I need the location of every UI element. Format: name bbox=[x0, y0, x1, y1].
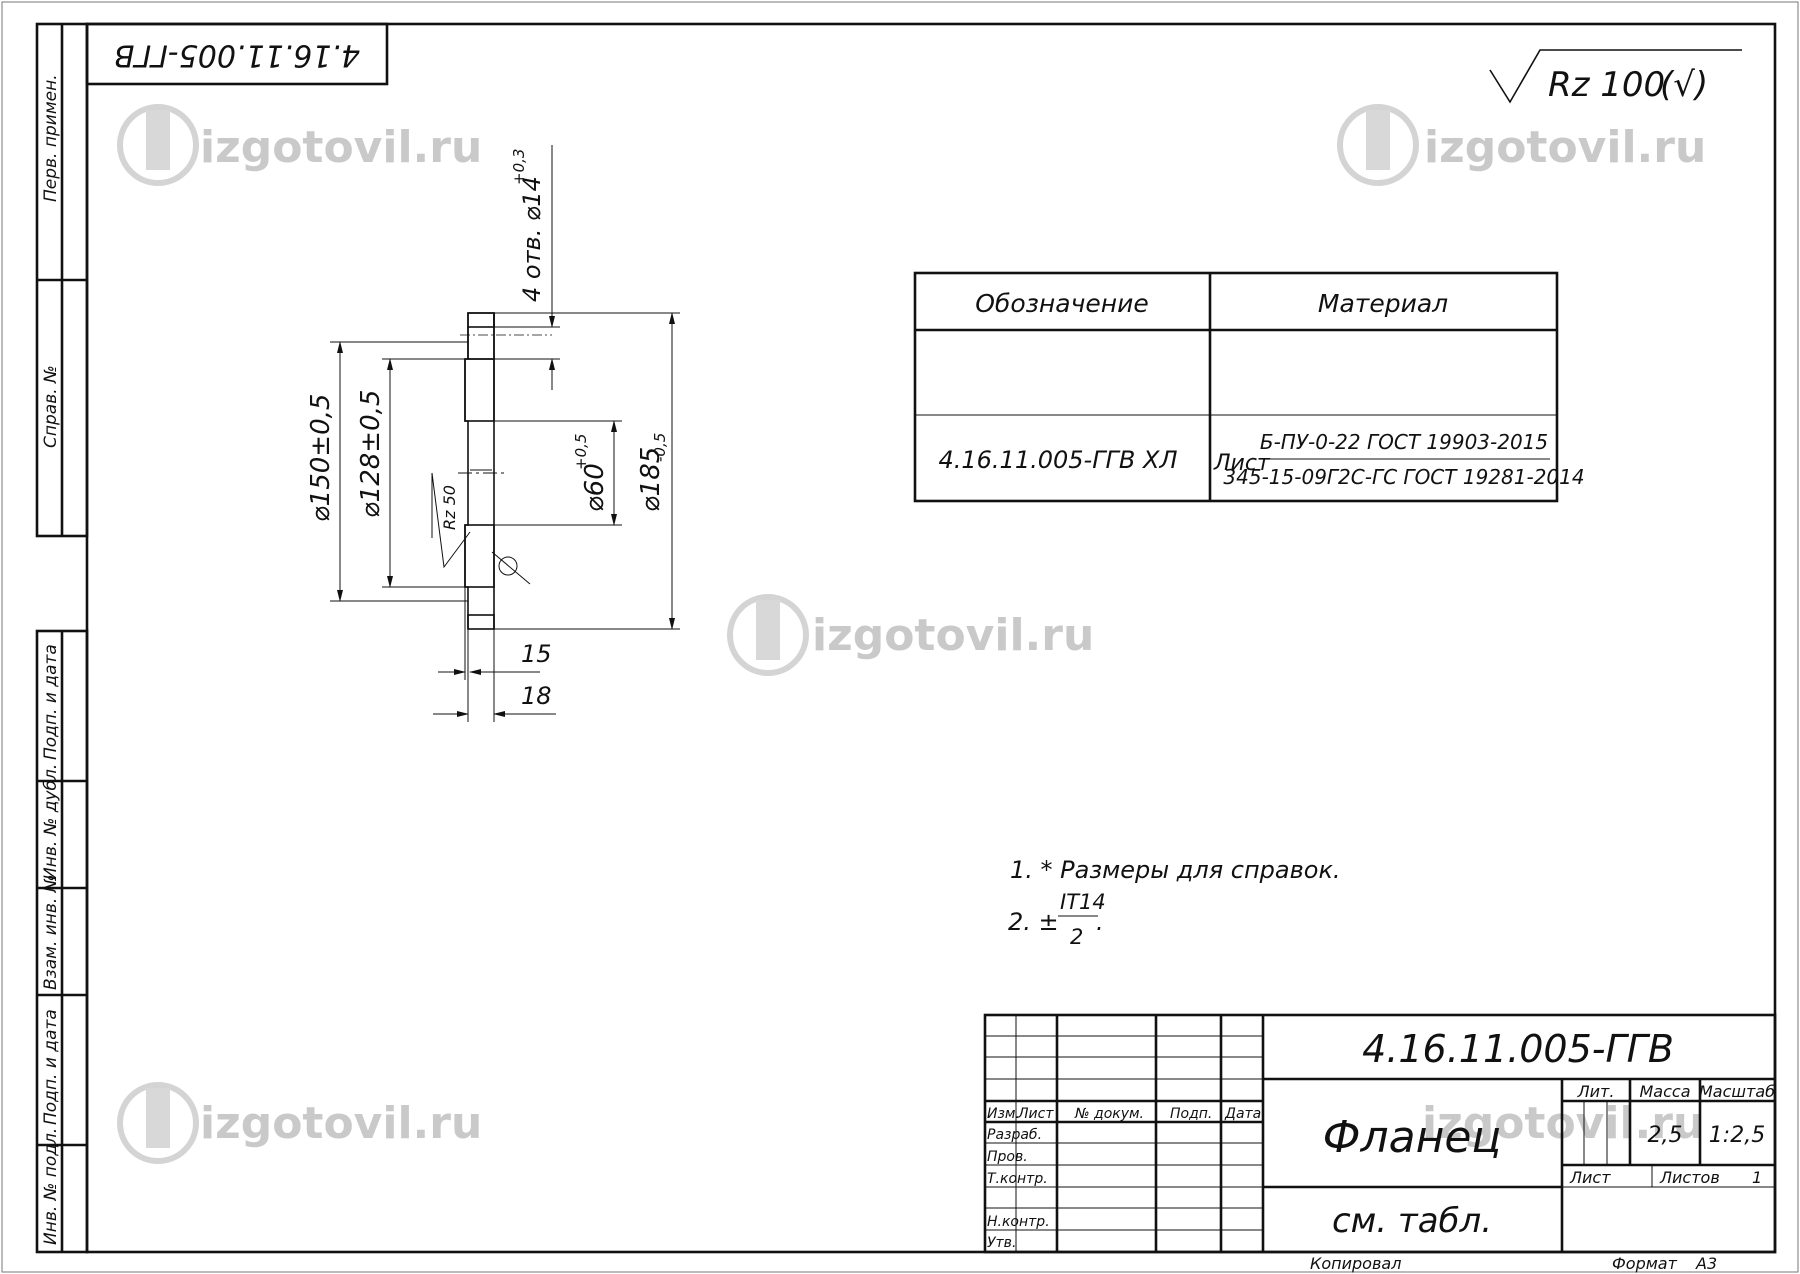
watermark-text: izgotovil.ru bbox=[200, 122, 482, 173]
row-prov: Пров. bbox=[987, 1149, 1028, 1165]
footer-format-value: А3 bbox=[1695, 1254, 1717, 1273]
row-razrab: Разраб. bbox=[987, 1127, 1042, 1143]
label-podp-data-bottom: Подп. и дата bbox=[41, 1009, 61, 1125]
row-tkontr: Т.контр. bbox=[987, 1171, 1048, 1187]
title-name: Фланец bbox=[1323, 1112, 1502, 1163]
watermark-logo-icon bbox=[1337, 104, 1419, 186]
label-lit: Лит. bbox=[1577, 1082, 1615, 1101]
watermark-logo-icon bbox=[117, 104, 199, 186]
dim-holes-tol: +0,3 bbox=[510, 149, 528, 185]
col-izm: Изм. bbox=[987, 1106, 1020, 1122]
label-massa: Масса bbox=[1639, 1082, 1690, 1101]
roughness-prefix: Rz 100 bbox=[1548, 65, 1665, 105]
material-table: Обозначение Материал 4.16.11.005-ГГВ ХЛ … bbox=[913, 271, 1585, 503]
title-code: 4.16.11.005-ГГВ bbox=[1362, 1027, 1674, 1071]
watermark-logo-icon bbox=[117, 1082, 199, 1164]
table-header-designation: Обозначение bbox=[975, 289, 1148, 318]
dim-w15: 15 bbox=[521, 640, 552, 668]
footer: Копировал Формат А3 bbox=[1310, 1254, 1717, 1273]
col-data: Дата bbox=[1224, 1106, 1261, 1122]
rotated-code-text: 4.16.11.005-ГГВ bbox=[114, 38, 360, 73]
title-block: 4.16.11.005-ГГВ Фланец см. табл. Изм. Ли… bbox=[983, 1013, 1777, 1254]
dim-holes: 4 отв. ⌀14 bbox=[518, 176, 546, 302]
value-massa: 2,5 bbox=[1648, 1123, 1683, 1148]
roughness-symbol: Rz 100 (√) bbox=[1489, 49, 1742, 105]
technical-notes: 1. * Размеры для справок. 2. ± IT14 2 . bbox=[1008, 856, 1341, 949]
table-material-top: Б-ПУ-0-22 ГОСТ 19903-2015 bbox=[1260, 430, 1548, 454]
footer-format-label: Формат bbox=[1612, 1254, 1678, 1273]
row-utv: Утв. bbox=[987, 1235, 1016, 1251]
dim-rz50: Rz 50 bbox=[440, 485, 459, 530]
left-margin-strip: Перв. примен. Справ. № Подп. и дата Инв.… bbox=[35, 22, 89, 1254]
roughness-suffix: (√) bbox=[1660, 65, 1708, 105]
col-list: Лист bbox=[1017, 1106, 1054, 1122]
note-2-numerator: IT14 bbox=[1060, 890, 1106, 914]
label-masshtab: Масштаб bbox=[1699, 1082, 1775, 1101]
value-scale: 1:2,5 bbox=[1709, 1123, 1765, 1148]
table-material-bottom: 345-15-09Г2С-ГС ГОСТ 19281-2014 bbox=[1223, 465, 1584, 489]
dim-d185-tol: -0,5 bbox=[651, 433, 669, 462]
label-podp-data-top: Подп. и дата bbox=[41, 644, 61, 760]
dim-d150: ⌀150±0,5 bbox=[306, 394, 336, 522]
note-2-suffix: . bbox=[1096, 908, 1104, 936]
footer-kopiroval: Копировал bbox=[1310, 1254, 1401, 1273]
row-nkontr: Н.контр. bbox=[987, 1214, 1050, 1230]
title-material: см. табл. bbox=[1332, 1201, 1492, 1241]
col-podp: Подп. bbox=[1170, 1106, 1212, 1122]
table-header-material: Материал bbox=[1318, 289, 1448, 318]
col-doc: № докум. bbox=[1074, 1106, 1144, 1122]
dim-d60-tol: +0,5 bbox=[572, 434, 590, 470]
table-row-designation: 4.16.11.005-ГГВ ХЛ bbox=[938, 446, 1177, 474]
watermarks: izgotovil.ru izgotovil.ru izgotovil.ru i… bbox=[117, 104, 1706, 1164]
watermark-text: izgotovil.ru bbox=[812, 610, 1094, 661]
note-1: 1. * Размеры для справок. bbox=[1010, 856, 1341, 884]
watermark-logo-icon bbox=[727, 594, 809, 676]
dim-d128: ⌀128±0,5 bbox=[356, 390, 386, 518]
label-perv-primen: Перв. примен. bbox=[41, 74, 61, 202]
note-2-denominator: 2 bbox=[1070, 925, 1083, 949]
label-vzam-inv: Взам. инв. № bbox=[41, 875, 61, 990]
dim-d60: ⌀60 bbox=[580, 463, 610, 512]
label-sheet: Лист bbox=[1569, 1168, 1611, 1187]
label-sprav-no: Справ. № bbox=[41, 365, 61, 448]
dim-d185: ⌀185 bbox=[636, 447, 666, 512]
note-2-prefix: 2. ± bbox=[1008, 908, 1059, 936]
dim-w18: 18 bbox=[521, 682, 552, 710]
value-sheets: 1 bbox=[1752, 1168, 1762, 1187]
label-inv-podl: Инв. № подл. bbox=[41, 1128, 61, 1245]
label-inv-dubl: Инв. № дубл. bbox=[41, 764, 61, 880]
surface-circle-marker bbox=[498, 556, 518, 576]
watermark-text: izgotovil.ru bbox=[1424, 122, 1706, 173]
label-sheets: Листов bbox=[1659, 1168, 1720, 1187]
watermark-text: izgotovil.ru bbox=[200, 1098, 482, 1149]
part-section-view: 4 отв. ⌀14 +0,3 ⌀150±0,5 ⌀128±0,5 ⌀60 +0… bbox=[306, 145, 680, 722]
table-material-prefix: Лист bbox=[1213, 451, 1271, 476]
rotated-code-box: 4.16.11.005-ГГВ bbox=[85, 22, 389, 86]
